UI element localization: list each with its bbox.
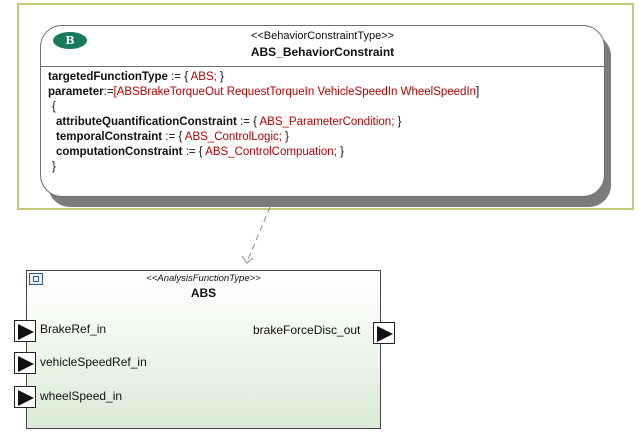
behavior-constraint-node[interactable]: B <<BehaviorConstraintType>> ABS_Behavio… — [40, 25, 605, 197]
function-block-name[interactable]: ABS — [190, 286, 217, 300]
behavior-constraint-name[interactable]: ABS_BehaviorConstraint — [250, 45, 395, 59]
vehicle-speed-ref-in-port[interactable] — [14, 352, 36, 374]
computation-constraint-line[interactable]: computationConstraint := { ABS_ControlCo… — [56, 146, 344, 158]
triangle-arrow-in-icon — [18, 390, 34, 406]
parameter-line[interactable]: parameter:=[ABSBrakeTorqueOut RequestTor… — [48, 86, 480, 98]
dependency-line[interactable] — [246, 206, 271, 263]
vehicle-speed-ref-in-label: vehicleSpeedRef_in — [40, 355, 147, 369]
compartment-divider — [41, 66, 604, 67]
open-brace: { — [52, 101, 56, 113]
behavior-badge-icon: B — [53, 32, 87, 49]
dependency-arrowhead-icon — [241, 255, 254, 264]
close-brace: } — [52, 161, 56, 173]
wheel-speed-in-port[interactable] — [14, 386, 36, 408]
brake-force-disc-out-label: brakeForceDisc_out — [253, 323, 361, 337]
selection-frame — [17, 3, 634, 210]
wheel-speed-in-label: wheelSpeed_in — [40, 389, 123, 403]
abs-function-block[interactable]: <<AnalysisFunctionType>> ABS — [26, 270, 381, 429]
function-block-stereotype: <<AnalysisFunctionType>> — [146, 273, 261, 284]
brake-ref-in-label: BrakeRef_in — [40, 322, 107, 336]
constraint-compartment: targetedFunctionType := { ABS; } paramet… — [48, 70, 479, 175]
temporal-constraint-line[interactable]: temporalConstraint := { ABS_ControlLogic… — [56, 131, 289, 143]
brake-ref-in-port[interactable] — [14, 320, 36, 342]
function-type-icon — [29, 273, 43, 285]
targeted-function-line[interactable]: targetedFunctionType := { ABS; } — [48, 71, 224, 83]
triangle-arrow-in-icon — [18, 356, 34, 372]
brake-force-disc-out-port[interactable] — [373, 322, 395, 344]
triangle-arrow-in-icon — [18, 324, 34, 340]
behavior-constraint-stereotype: <<BehaviorConstraintType>> — [250, 30, 395, 42]
triangle-arrow-out-icon — [377, 326, 393, 342]
attribute-quantification-line[interactable]: attributeQuantificationConstraint := { A… — [56, 116, 402, 128]
